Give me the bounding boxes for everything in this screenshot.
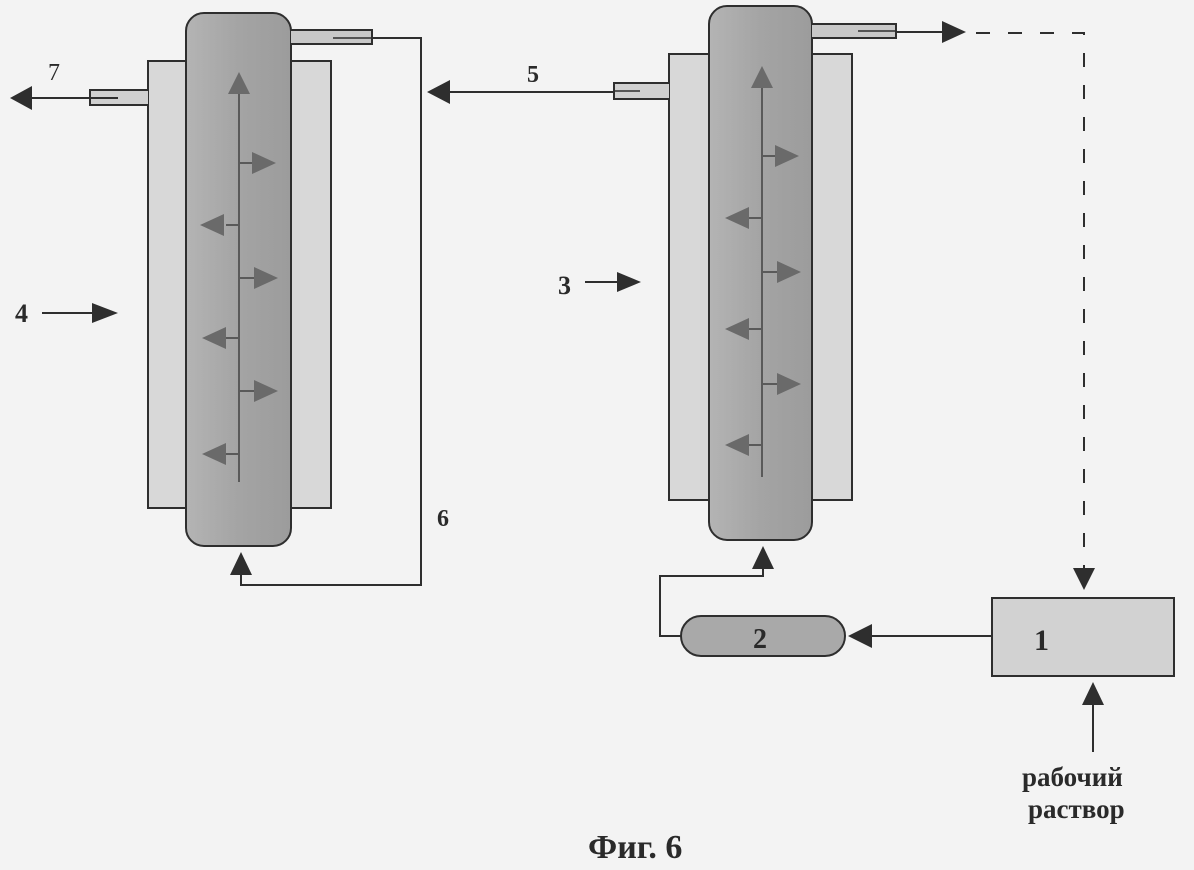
- stream-5: 5: [427, 62, 614, 104]
- right-arrow-icon: [775, 145, 799, 167]
- left-arrow-icon: [10, 86, 32, 110]
- right-arrow-icon: [777, 373, 801, 395]
- right-apparatus: [613, 5, 897, 541]
- up-arrow-icon: [751, 66, 773, 88]
- right-column-flow-arrows: [725, 66, 801, 477]
- right-arrow-icon: [617, 272, 641, 292]
- label-4: 4: [15, 299, 28, 328]
- recycle-line: [896, 21, 1095, 590]
- column-feed-line: [659, 546, 774, 637]
- left-arrow-icon: [848, 624, 872, 648]
- label-6: 6: [437, 506, 449, 532]
- tank-1: 1: [991, 597, 1175, 677]
- left-column-top-pipe: [291, 29, 373, 45]
- right-arrow-icon: [254, 267, 278, 289]
- working-solution-input: рабочий раствор: [1022, 682, 1125, 824]
- working-solution-line2: раствор: [1028, 794, 1125, 824]
- right-arrow-icon: [942, 21, 966, 43]
- up-arrow-icon: [1082, 682, 1104, 705]
- right-arrow-icon: [92, 303, 118, 323]
- up-arrow-icon: [752, 546, 774, 569]
- left-arrow-icon: [725, 434, 749, 456]
- label-5: 5: [527, 62, 539, 88]
- left-arrow-icon: [202, 327, 226, 349]
- working-solution-line1: рабочий: [1022, 762, 1123, 792]
- label-2: 2: [753, 624, 767, 655]
- stream-7: 7: [10, 60, 118, 110]
- left-arrow-icon: [427, 80, 450, 104]
- label-7: 7: [48, 60, 60, 86]
- vessel-2: 2: [680, 615, 846, 657]
- right-arrow-icon: [777, 261, 801, 283]
- left-column-flow-arrows: [200, 72, 278, 482]
- label-3: 3: [558, 271, 571, 300]
- left-arrow-icon: [725, 207, 749, 229]
- label-1: 1: [1034, 624, 1049, 657]
- right-column: [708, 5, 813, 541]
- left-jacket-outlet-pipe: [89, 61, 149, 106]
- down-arrow-icon: [1073, 568, 1095, 590]
- right-arrow-icon: [254, 380, 278, 402]
- stream-3: 3: [558, 271, 641, 300]
- up-arrow-icon: [230, 552, 252, 575]
- left-apparatus: [89, 12, 373, 547]
- stream-4: 4: [15, 299, 118, 328]
- right-arrow-icon: [252, 152, 276, 174]
- left-arrow-icon: [202, 443, 226, 465]
- figure-caption: Фиг. 6: [588, 829, 682, 866]
- up-arrow-icon: [228, 72, 250, 94]
- left-arrow-icon: [200, 214, 224, 236]
- stream-6: 6: [230, 37, 449, 586]
- feed-line: [848, 624, 992, 648]
- left-arrow-icon: [725, 318, 749, 340]
